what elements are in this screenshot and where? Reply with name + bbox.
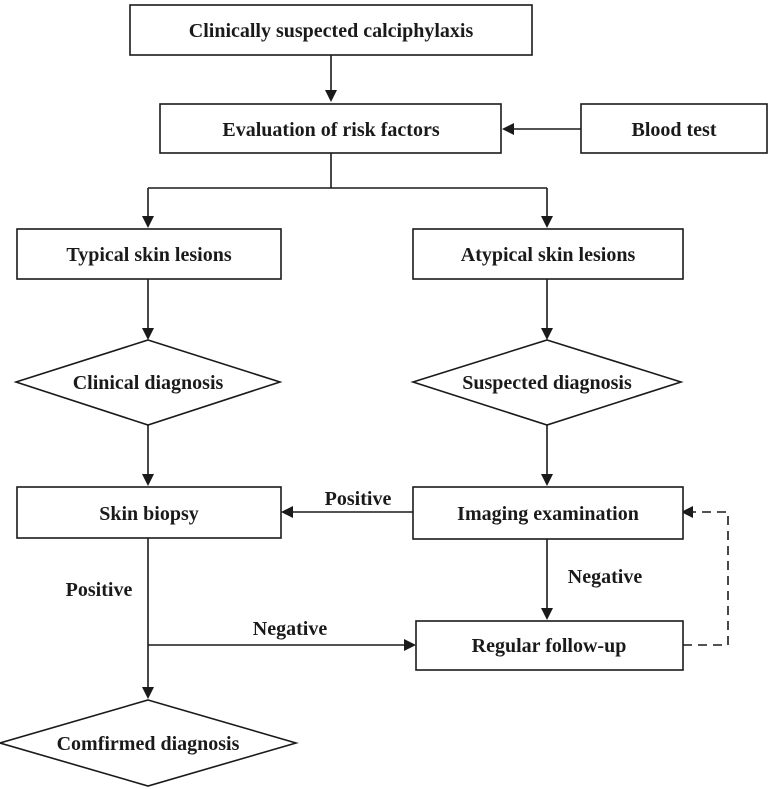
node-risk: Evaluation of risk factors (159, 103, 502, 154)
node-typical: Typical skin lesions (16, 228, 282, 280)
node-biopsy: Skin biopsy (16, 486, 282, 539)
edge-label-imaging-positive: Positive (325, 488, 392, 510)
node-suspected-dx-label: Suspected diagnosis (462, 372, 632, 394)
node-suspected-label: Clinically suspected calciphylaxis (189, 20, 474, 42)
node-imaging: Imaging examination (412, 486, 684, 540)
node-atypical: Atypical skin lesions (412, 228, 684, 280)
node-biopsy-label: Skin biopsy (99, 503, 199, 525)
node-blood: Blood test (580, 103, 768, 154)
node-blood-label: Blood test (632, 119, 717, 141)
node-followup: Regular follow-up (415, 620, 684, 671)
node-imaging-label: Imaging examination (457, 503, 639, 525)
node-clinical-dx: Clinical diagnosis (13, 339, 283, 426)
node-suspected: Clinically suspected calciphylaxis (129, 4, 533, 56)
dashed-followup-to-imaging (681, 506, 729, 646)
node-typical-label: Typical skin lesions (66, 244, 231, 266)
edge-label-followup-negative: Negative (253, 618, 328, 640)
node-suspected-dx: Suspected diagnosis (410, 339, 684, 426)
node-clinical-dx-label: Clinical diagnosis (73, 372, 224, 394)
node-confirmed: Comfirmed diagnosis (0, 699, 299, 787)
node-confirmed-label: Comfirmed diagnosis (57, 733, 240, 755)
edge-label-imaging-negative: Negative (568, 566, 643, 588)
connectors (142, 55, 729, 699)
node-risk-label: Evaluation of risk factors (222, 119, 439, 141)
edge-label-biopsy-positive: Positive (66, 579, 133, 601)
node-followup-label: Regular follow-up (472, 635, 627, 657)
node-atypical-label: Atypical skin lesions (461, 244, 636, 266)
